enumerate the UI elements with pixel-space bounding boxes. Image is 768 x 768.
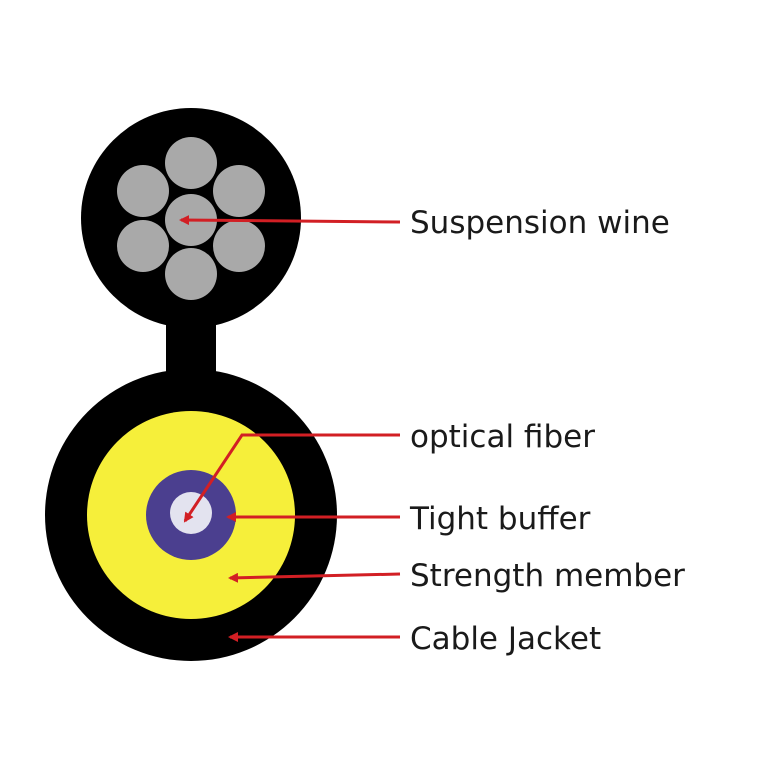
label-tight-buffer: Tight buffer xyxy=(409,501,591,537)
strand-bottom xyxy=(165,248,217,300)
arrow-optical-fiber xyxy=(183,433,400,523)
leader-arrows xyxy=(179,215,401,642)
label-suspension-wine: Suspension wine xyxy=(410,205,670,241)
arrow-strength-member xyxy=(228,572,401,583)
strand-upper-left xyxy=(117,165,169,217)
arrow-suspension xyxy=(179,215,401,226)
label-optical-fiber: optical fiber xyxy=(410,419,595,455)
strand-lower-left xyxy=(117,220,169,272)
strand-top xyxy=(165,137,217,189)
label-cable-jacket: Cable Jacket xyxy=(410,621,601,657)
label-strength-member: Strength member xyxy=(410,558,685,594)
strand-lower-right xyxy=(213,220,265,272)
strand-upper-right xyxy=(213,165,265,217)
